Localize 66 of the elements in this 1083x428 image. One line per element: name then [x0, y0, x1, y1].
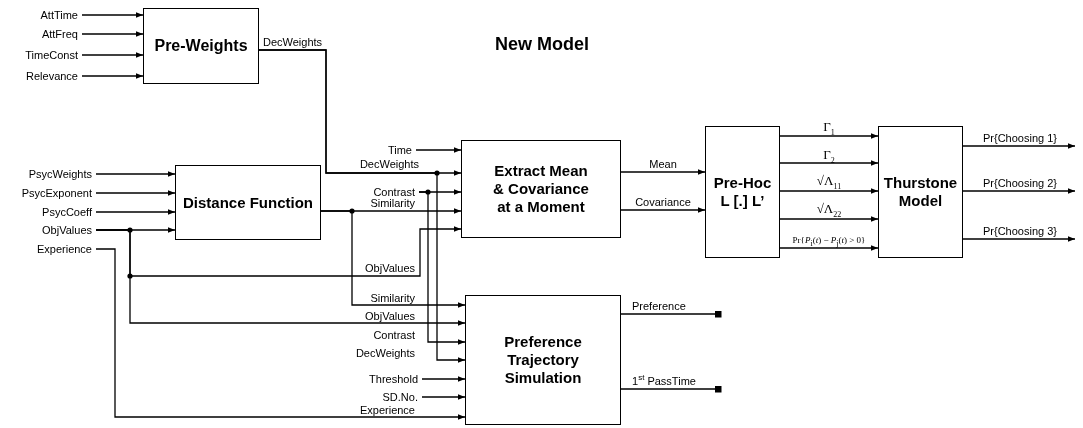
arrow	[962, 188, 1076, 194]
edge-label: ObjValues	[364, 310, 416, 322]
edge-label: Pr{Choosing 1}	[982, 132, 1058, 144]
input-label: Threshold	[369, 372, 418, 386]
arrow	[779, 245, 879, 251]
input-label: ObjValues	[42, 223, 92, 237]
input-label: AttTime	[40, 8, 78, 22]
edge-label: ObjValues	[364, 262, 416, 274]
input-label: SD.No.	[382, 390, 418, 404]
arrow	[962, 236, 1076, 242]
signal-label: DecWeights	[358, 158, 420, 170]
input-label: Experience	[36, 242, 92, 256]
diagram-title: New Model	[495, 34, 589, 55]
edge-label: 1$^{st}$ PassTime	[631, 375, 697, 387]
arrow	[320, 210, 466, 308]
input-label: AttFreq	[41, 27, 78, 41]
edge-label: Similarity	[369, 292, 416, 304]
arrow	[779, 188, 879, 194]
edge-label: Experience	[358, 404, 416, 416]
arrow	[962, 143, 1076, 149]
input-label: PsycWeights	[28, 167, 92, 181]
arrow	[95, 248, 466, 420]
edge-label: Γ$_{2}$	[822, 149, 836, 161]
input-label: Contrast	[373, 185, 415, 199]
edge-label: Pr{Choosing 3}	[982, 225, 1058, 237]
process-box: Thurstone Model	[878, 126, 963, 258]
arrow	[95, 209, 176, 215]
arrow	[95, 171, 176, 177]
arrow	[81, 31, 144, 37]
process-box: Distance Function	[175, 165, 321, 240]
edge-label: Pr{P$_{i}$(t) − P$_{j}$(t) > 0}	[791, 234, 867, 246]
input-label: Relevance	[26, 69, 78, 83]
input-label: TimeConst	[25, 48, 78, 62]
process-box: Pre-Hoc L [.] L’	[705, 126, 780, 258]
edge-label: Similarity	[369, 197, 416, 209]
input-label: Time	[387, 143, 412, 157]
arrow	[779, 160, 879, 166]
arrow	[418, 191, 466, 345]
arrow	[620, 169, 706, 175]
edge-label: √Λ$_{11}$	[815, 175, 843, 187]
arrow	[415, 147, 462, 153]
arrow	[779, 133, 879, 139]
input-label: PsycCoeff	[42, 205, 92, 219]
edge-label: Covariance	[634, 196, 692, 208]
edge-label: DecWeights	[262, 36, 324, 48]
arrow	[95, 229, 466, 326]
edge-label: Mean	[648, 158, 678, 170]
edge-label: Pr{Choosing 2}	[982, 177, 1058, 189]
arrow	[421, 394, 466, 400]
arrow	[81, 12, 144, 18]
edge-label: Contrast	[372, 329, 416, 341]
edge-label: Preference	[631, 300, 687, 312]
arrow	[620, 207, 706, 213]
edge-label: Γ$_{1}$	[822, 121, 836, 133]
edge-label: √Λ$_{22}$	[815, 203, 843, 215]
arrow	[81, 52, 144, 58]
arrow	[779, 216, 879, 222]
arrow	[95, 190, 176, 196]
input-label: PsycExponent	[21, 186, 92, 200]
process-box: Pre-Weights	[143, 8, 259, 84]
process-box: Preference Trajectory Simulation	[465, 295, 621, 425]
arrow	[258, 49, 466, 363]
arrow	[81, 73, 144, 79]
edge-label: DecWeights	[354, 347, 416, 359]
arrow	[421, 376, 466, 382]
process-box: Extract Mean & Covariance at a Moment	[461, 140, 621, 238]
